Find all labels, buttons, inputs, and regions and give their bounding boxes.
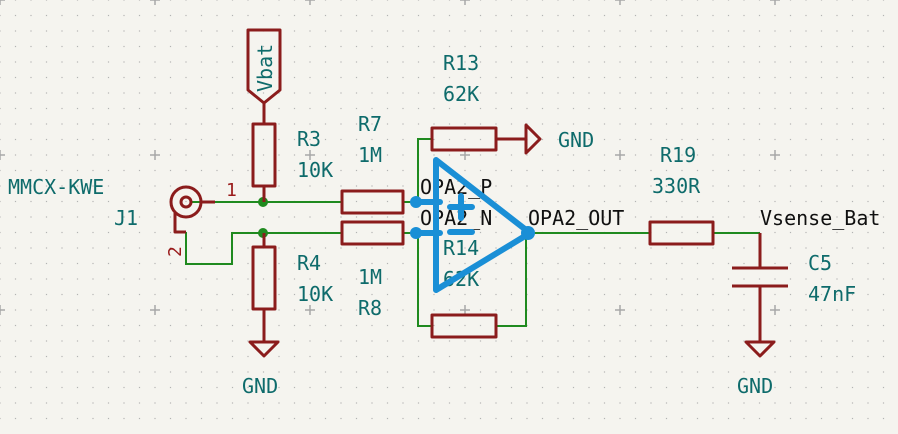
resistor-r3: R3 10K [251, 122, 333, 202]
j1-value: MMCX-KWE [8, 175, 104, 199]
r19-value: 330R [652, 174, 701, 198]
r3-ref: R3 [297, 127, 321, 151]
net-opa2-out: OPA2_OUT [528, 206, 624, 230]
opamp-opa2-sketch [410, 157, 535, 293]
c5-ref: C5 [808, 251, 832, 275]
resistor-r13: R13 62K GND [430, 51, 594, 155]
r8-value: 1M [358, 265, 382, 289]
vbat-power-label: Vbat [246, 28, 282, 124]
wire-feedback-right [497, 233, 527, 327]
net-vsense-bat: Vsense_Bat [760, 206, 880, 230]
gnd-r4-label: GND [242, 374, 278, 398]
vbat-label: Vbat [253, 44, 277, 92]
r4-ref: R4 [297, 251, 321, 275]
wire-r13-left [417, 138, 432, 202]
resistor-r19: R19 330R [648, 143, 715, 246]
r4-value: 10K [297, 282, 333, 306]
wires [185, 138, 760, 327]
resistor-r7: R7 1M [340, 112, 405, 215]
gnd-r13-label: GND [558, 128, 594, 152]
r14-ref: R14 [443, 236, 479, 260]
j1-ref: J1 [114, 206, 138, 230]
r7-ref: R7 [358, 112, 382, 136]
j1-pin2: 2 [165, 246, 186, 257]
resistor-r8: 1M R8 [340, 220, 405, 320]
r8-ref: R8 [358, 296, 382, 320]
r13-value: 62K [443, 82, 479, 106]
c5-value: 47nF [808, 282, 856, 306]
r7-value: 1M [358, 143, 382, 167]
wire-feedback-left [417, 233, 432, 327]
capacitor-c5: C5 47nF GND [732, 233, 856, 398]
r13-ref: R13 [443, 51, 479, 75]
r3-value: 10K [297, 158, 333, 182]
connector-j1: MMCX-KWE J1 1 2 [8, 175, 237, 257]
r19-ref: R19 [660, 143, 696, 167]
j1-pin1: 1 [226, 180, 237, 201]
wire-j1-pin2 [185, 232, 342, 265]
resistor-r4: R4 10K GND [242, 233, 333, 398]
gnd-c5-label: GND [737, 374, 773, 398]
